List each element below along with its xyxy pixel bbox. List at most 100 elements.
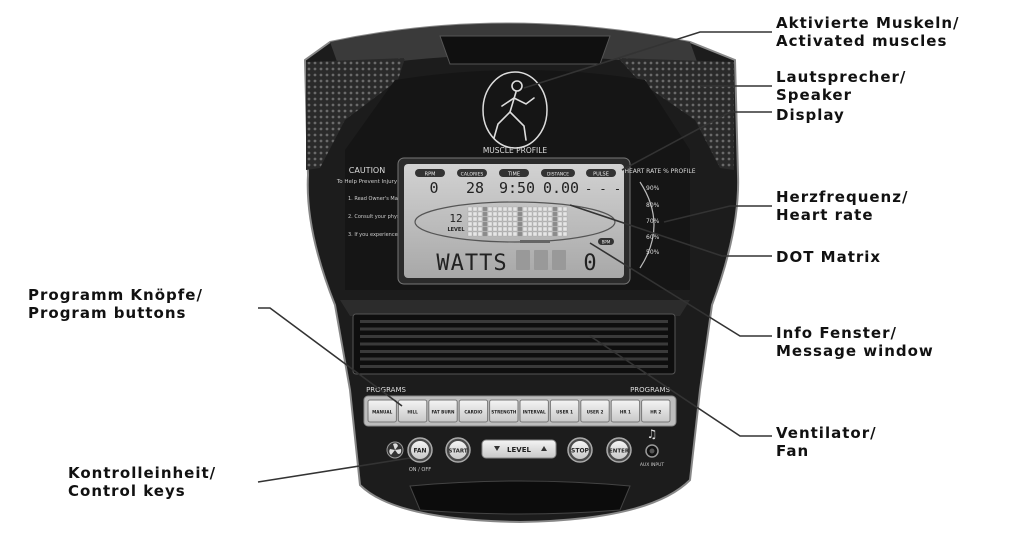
program-button-hill[interactable]: HILL [397,399,428,423]
dot-matrix-cell [522,206,528,212]
hr-profile-title: HEART RATE % PROFILE [624,168,695,175]
hr-level-60: 60% [646,234,660,241]
dot-matrix-cell [557,206,563,212]
start-button[interactable]: START [445,437,471,463]
callout-display-line1: Display [776,106,845,124]
leader-dot [569,204,772,257]
program-button-user-2[interactable]: USER 2 [580,399,610,423]
dot-matrix-cell [557,216,563,222]
dot-matrix-cell [537,206,543,212]
dot-matrix-cell [537,226,543,232]
dot-matrix-cell [517,216,523,222]
callout-control-keys: Kontrolleinheit/ Control keys [68,464,216,500]
dot-matrix-cell [477,231,483,237]
program-button-cardio[interactable]: CARDIO [458,399,489,423]
leader-info [589,242,772,337]
stop-button-label: STOP [571,448,590,455]
dot-matrix-cell [562,231,568,237]
lcd-value-time: 9:50 [499,179,535,197]
program-button-label: HR 2 [650,410,661,415]
fan-button-label: FAN [413,448,426,455]
dot-matrix-cell [537,221,543,227]
dot-matrix-cell [552,231,558,237]
dot-matrix-cell [552,211,558,217]
program-button-fat-burn[interactable]: FAT BURN [428,399,458,423]
dot-matrix-cell [502,216,508,222]
program-button-user-1[interactable]: USER 1 [549,399,580,423]
callout-heart-rate: Herzfrequenz/ Heart rate [776,188,908,224]
program-button-manual[interactable]: MANUAL [367,399,397,423]
program-button-strength[interactable]: STRENGTH [489,399,519,423]
dot-matrix-cell [522,231,528,237]
callout-speaker: Lautsprecher/ Speaker [776,68,906,104]
dot-matrix-cell [497,221,503,227]
program-button-label: STRENGTH [491,410,517,415]
fan-vent-slats [360,320,668,368]
lcd-watts-value: 0 [583,251,596,276]
dot-matrix-cell [562,216,568,222]
program-button-interval[interactable]: INTERVAL [519,399,549,423]
dot-matrix-cell [517,221,523,227]
dot-matrix-cell [497,211,503,217]
hr-profile-levels: 90% 80% 70% 60% 50% [646,185,660,256]
dot-matrix-cell [482,221,488,227]
dot-matrix-cell [552,226,558,232]
aux-input-jack[interactable] [645,444,659,458]
callout-programs-line2: Program buttons [28,304,187,322]
dot-matrix-cell [552,216,558,222]
dot-matrix-cell [527,231,533,237]
callout-muscles-line1: Aktivierte Muskeln/ [776,14,960,32]
dot-matrix-cell [497,226,503,232]
hr-level-70: 70% [646,218,660,225]
callout-heart-line2: Heart rate [776,206,874,224]
dot-matrix-cell [532,216,538,222]
caution-item-1: 1. Read Owner's Manual before use. [348,196,439,202]
dot-matrix-cell [487,231,493,237]
dot-matrix-cell [527,206,533,212]
control-keys: FAN ON / OFF START LEVEL STOP ENTER ♫ [386,427,664,473]
dot-matrix-cell [492,216,498,222]
dot-matrix-cell [532,206,538,212]
program-button-label: INTERVAL [523,410,546,415]
dot-matrix-cell [507,206,513,212]
stop-button[interactable]: STOP [567,437,593,463]
callout-display: Display [776,106,845,124]
top-slot [439,35,611,65]
callout-activated-muscles: Aktivierte Muskeln/ Activated muscles [776,14,960,50]
dot-matrix-cell [542,206,548,212]
dot-matrix-cell [477,211,483,217]
program-button-label: FAT BURN [432,410,455,415]
dot-matrix-cell [467,226,473,232]
dot-matrix-cell [512,206,518,212]
dot-matrix-cell [467,221,473,227]
callout-info-line1: Info Fenster/ [776,324,897,342]
program-button-hr-1[interactable]: HR 1 [610,399,641,423]
dot-matrix-cell [542,211,548,217]
dot-matrix-cell [557,211,563,217]
lcd-watts-label: WATTS [436,251,507,276]
dot-matrix-cell [532,231,538,237]
dot-matrix-cell [562,221,568,227]
triangle-down-icon [494,446,500,451]
level-rocker[interactable]: LEVEL [481,439,557,459]
dot-matrix-cell [487,216,493,222]
dot-matrix-cell [497,206,503,212]
fan-button[interactable]: FAN [407,437,433,463]
program-button-hr-2[interactable]: HR 2 [641,399,671,423]
lcd-field-labels: RPM CALORIES TIME DISTANCE PULSE [415,169,616,178]
enter-button[interactable]: ENTER [606,437,632,463]
dot-matrix-cell [517,226,523,232]
dot-matrix-cell [482,216,488,222]
dot-matrix-cell [522,216,528,222]
leader-lines [257,31,772,483]
dot-matrix-cell [472,221,478,227]
dot-matrix-cell [532,226,538,232]
dot-matrix-cell [492,221,498,227]
lcd-hr-tag-bg [598,238,614,245]
dot-matrix-cell [472,206,478,212]
leader-control [257,457,411,483]
message-indicator-bar [520,240,550,243]
dot-matrix-cell [487,221,493,227]
dot-matrix-cell [547,216,553,222]
dot-matrix-cell [467,211,473,217]
